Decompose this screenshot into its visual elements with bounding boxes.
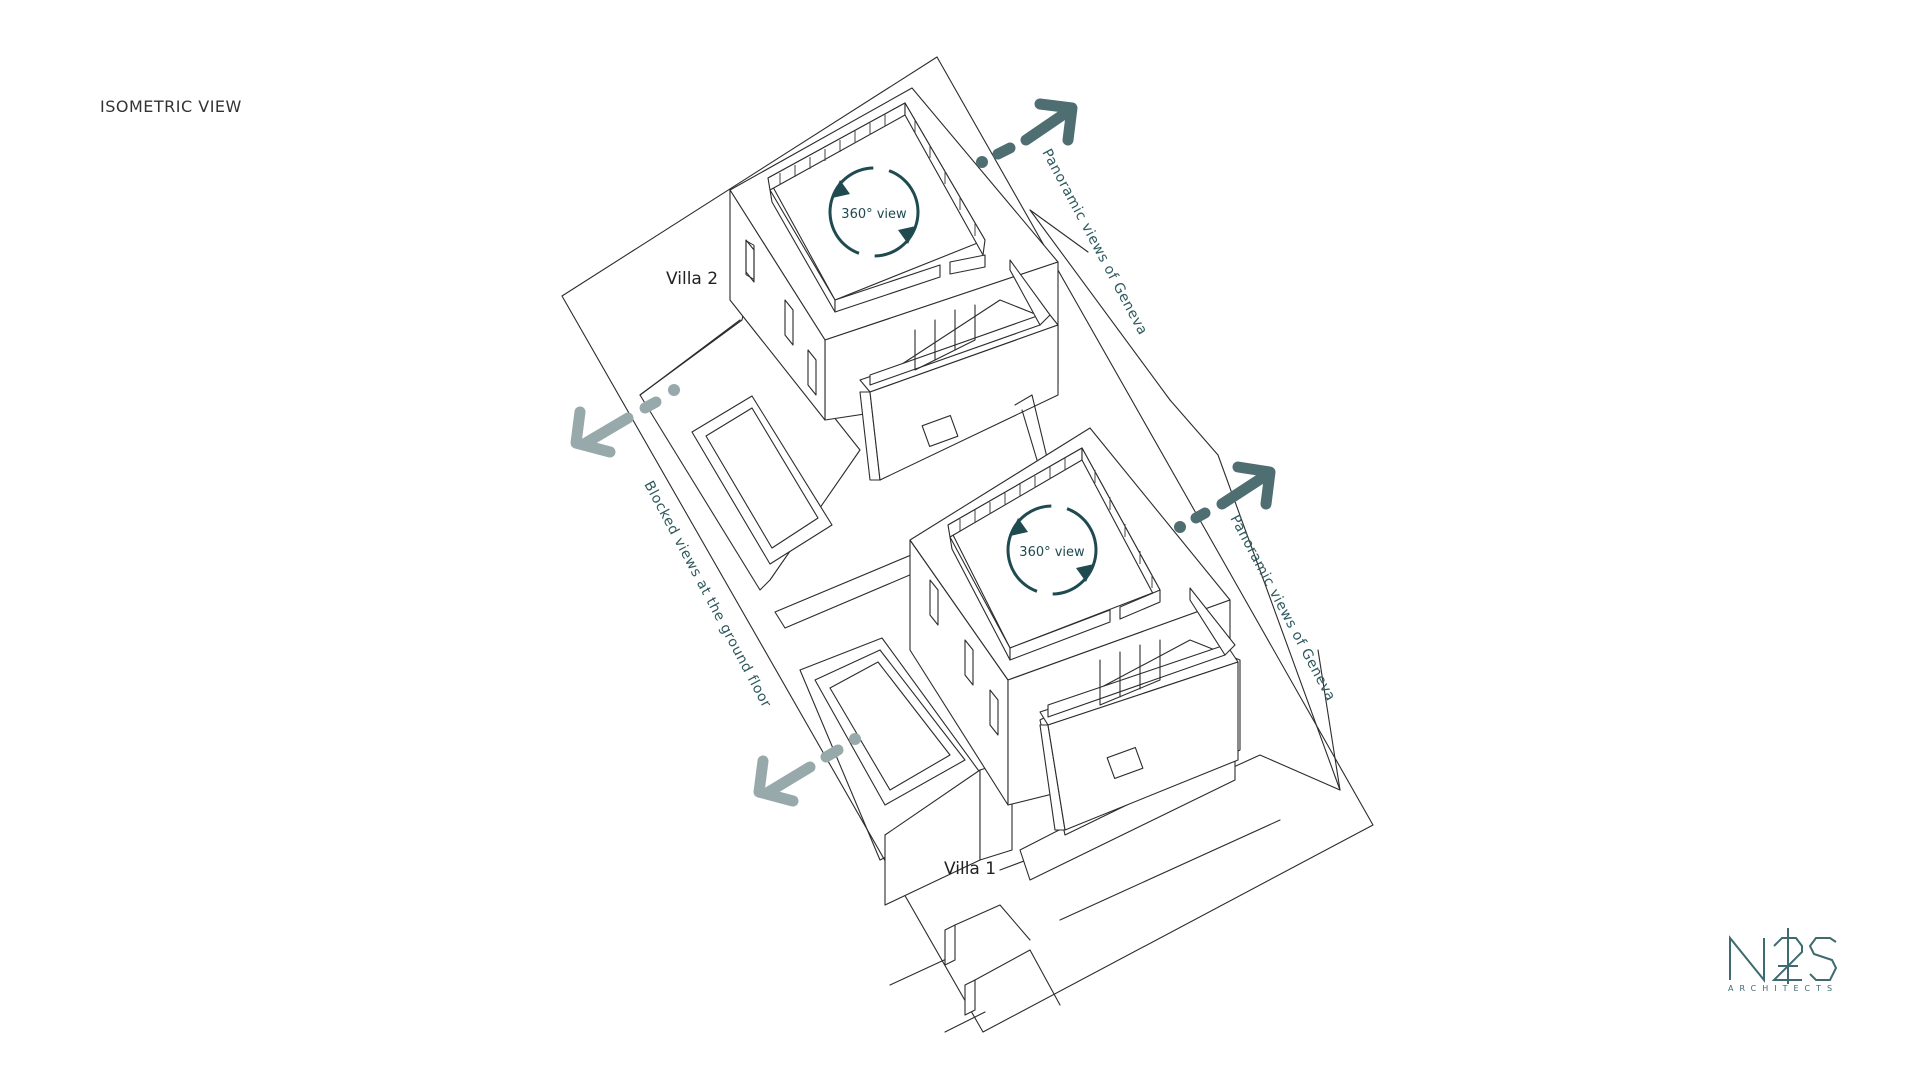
villa-2-pool xyxy=(691,395,833,565)
villa-2-building xyxy=(639,87,1059,591)
villa-2-roof-railing xyxy=(767,102,986,313)
page-title: ISOMETRIC VIEW xyxy=(100,97,242,116)
rotate-360-icon: 360° view xyxy=(828,166,920,258)
arrow-down-left-icon xyxy=(570,384,680,458)
arrow-up-right-icon xyxy=(976,98,1078,168)
panoramic-views-label-lower: Panoramic views of Geneva xyxy=(1226,512,1338,704)
arrow-up-right-icon xyxy=(1174,461,1276,533)
villa-2-rotation-label: 360° view xyxy=(841,207,907,222)
arrow-down-left-icon xyxy=(753,733,861,807)
n2s-logo-icon xyxy=(1729,928,1838,984)
villa-2-label: Villa 2 xyxy=(666,269,718,289)
logo-subtitle: ARCHITECTS xyxy=(1728,984,1839,993)
rotate-360-icon: 360° view xyxy=(1006,504,1098,596)
villa-1-roof-railing xyxy=(947,447,1161,661)
villa-1-pool xyxy=(814,649,966,806)
villa-1-building xyxy=(774,427,1241,1016)
villa-1-rotation-label: 360° view xyxy=(1019,545,1085,560)
villa-1-label: Villa 1 xyxy=(944,859,996,879)
